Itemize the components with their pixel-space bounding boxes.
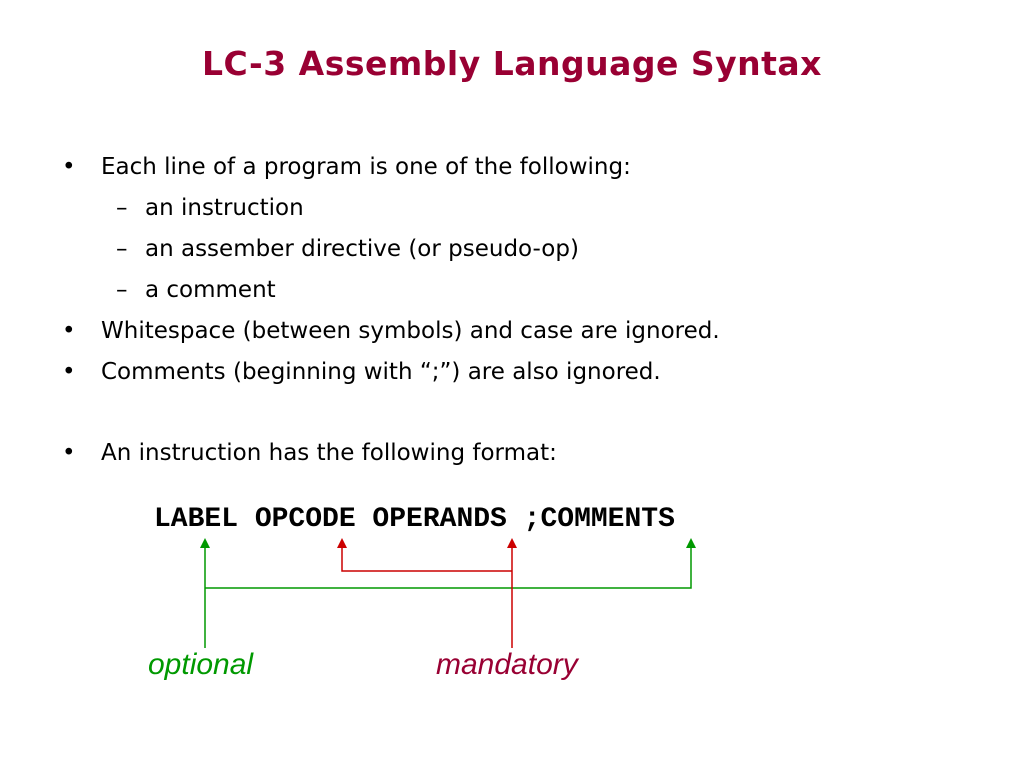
- optional-arrowhead-comments: [686, 538, 696, 548]
- bullet-icon: •: [62, 359, 76, 385]
- optional-arrowhead-label: [200, 538, 210, 548]
- slide-title: LC-3 Assembly Language Syntax: [202, 44, 822, 83]
- subitem-text: an assember directive (or pseudo-op): [145, 236, 579, 262]
- bullet-icon: •: [62, 318, 76, 344]
- mandatory-label: mandatory: [436, 648, 578, 681]
- bullet-text: An instruction has the following format:: [101, 440, 557, 466]
- dash-icon: –: [116, 195, 128, 221]
- subitem-text: an instruction: [145, 195, 304, 221]
- optional-label: optional: [148, 648, 254, 681]
- instruction-format: LABEL OPCODE OPERANDS ;COMMENTS: [154, 504, 675, 535]
- bullet-icon: •: [62, 440, 76, 466]
- mandatory-connector: [341, 547, 513, 648]
- bullet-text: Whitespace (between symbols) and case ar…: [101, 318, 720, 344]
- bullet-icon: •: [62, 154, 76, 180]
- mandatory-arrowhead-opcode: [337, 538, 347, 548]
- mandatory-arrowhead-operands: [507, 538, 517, 548]
- dash-icon: –: [116, 277, 128, 303]
- dash-icon: –: [116, 236, 128, 262]
- bullet-text: Each line of a program is one of the fol…: [101, 154, 631, 180]
- optional-connector: [204, 547, 692, 648]
- bullet-text: Comments (beginning with “;”) are also i…: [101, 359, 661, 385]
- subitem-text: a comment: [145, 277, 276, 303]
